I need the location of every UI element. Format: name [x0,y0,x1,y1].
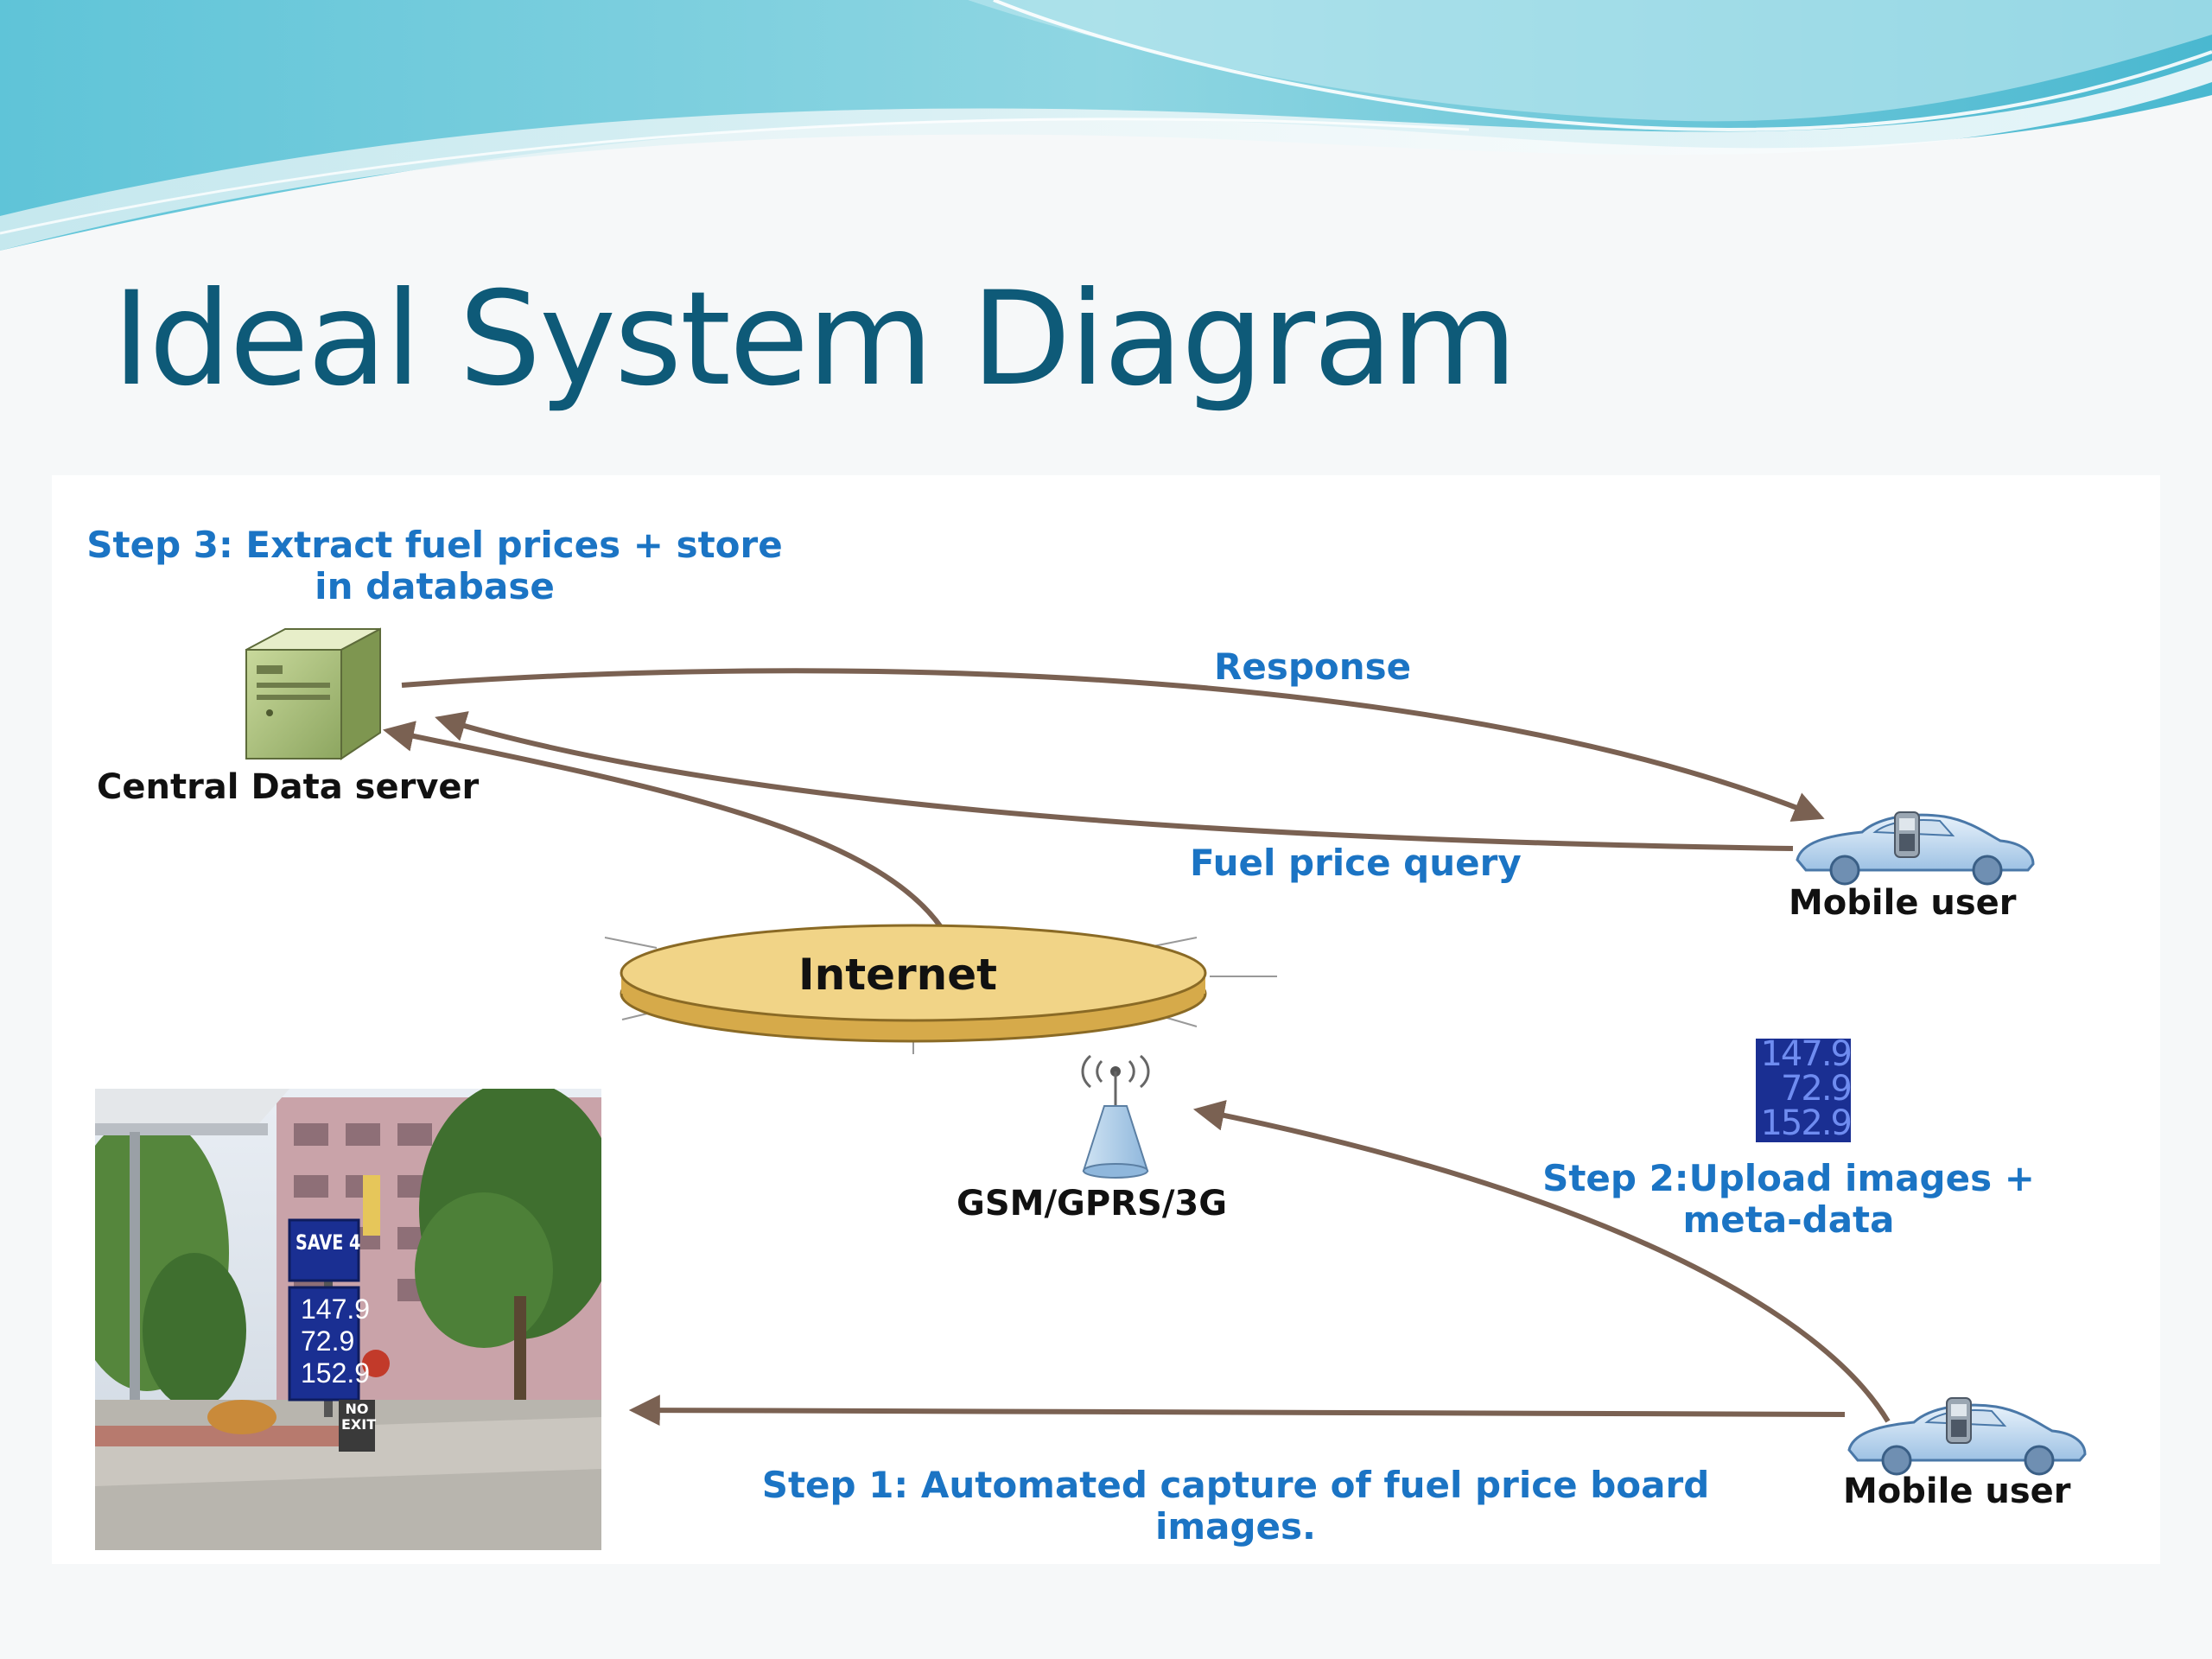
price-board-icon [1756,1039,1851,1142]
response-label: Response [1214,645,1412,688]
price-board-values: 147.9 72.9 152.9 [1756,1034,1853,1143]
photo-sign-price-2: 72.9 [301,1325,355,1357]
internet-to-server-arrow [382,721,949,937]
step2-line-1: Step 2:Upload images + [1542,1157,2035,1199]
car-with-phone-icon [1796,811,2035,886]
photo-sign-prices: 147.9 72.9 152.9 [301,1294,370,1389]
step1-label: Step 1: Automated capture of fuel price … [709,1464,1763,1548]
step2-line-2: meta-data [1682,1198,1895,1242]
gsm-label: GSM/GPRS/3G [957,1184,1228,1224]
photo-sign-banner: SAVE 4 [296,1230,361,1255]
slide-title: Ideal System Diagram [112,264,1517,415]
query-label: Fuel price query [1190,842,1522,884]
price-board-value-2: 72.9 [1780,1069,1853,1109]
capture-arrow [628,1395,1846,1427]
cloud-disc-icon [604,924,1277,1054]
car-with-phone-icon [1847,1397,2087,1476]
mobile-user-top-label: Mobile user [1789,883,2017,923]
upload-arrow [1192,1100,1891,1423]
server-icon [245,627,381,760]
step1-line-2: images. [1154,1505,1316,1548]
price-board-value-3: 152.9 [1760,1103,1853,1143]
step3-label: Step 3: Extract fuel prices + store in d… [59,524,810,608]
response-arrow [401,668,1825,822]
internet-label: Internet [798,950,998,1000]
photo-sign-price-3: 152.9 [301,1357,371,1389]
wave-header [0,0,2212,251]
photo-exit-sign: NO EXIT [341,1401,377,1433]
antenna-tower-icon [1081,1054,1150,1179]
step2-label: Step 2:Upload images + meta-data [1503,1157,2074,1242]
step1-line-1: Step 1: Automated capture of fuel price … [761,1464,1710,1506]
query-arrow [435,711,1794,851]
step3-line-2: in database [315,565,555,608]
server-label: Central Data server [97,767,480,807]
mobile-user-bottom-label: Mobile user [1843,1471,2071,1511]
step3-line-1: Step 3: Extract fuel prices + store [86,524,783,566]
gas-station-photo [95,1089,601,1550]
price-board-value-1: 147.9 [1760,1034,1853,1074]
photo-sign-price-1: 147.9 [301,1294,371,1325]
